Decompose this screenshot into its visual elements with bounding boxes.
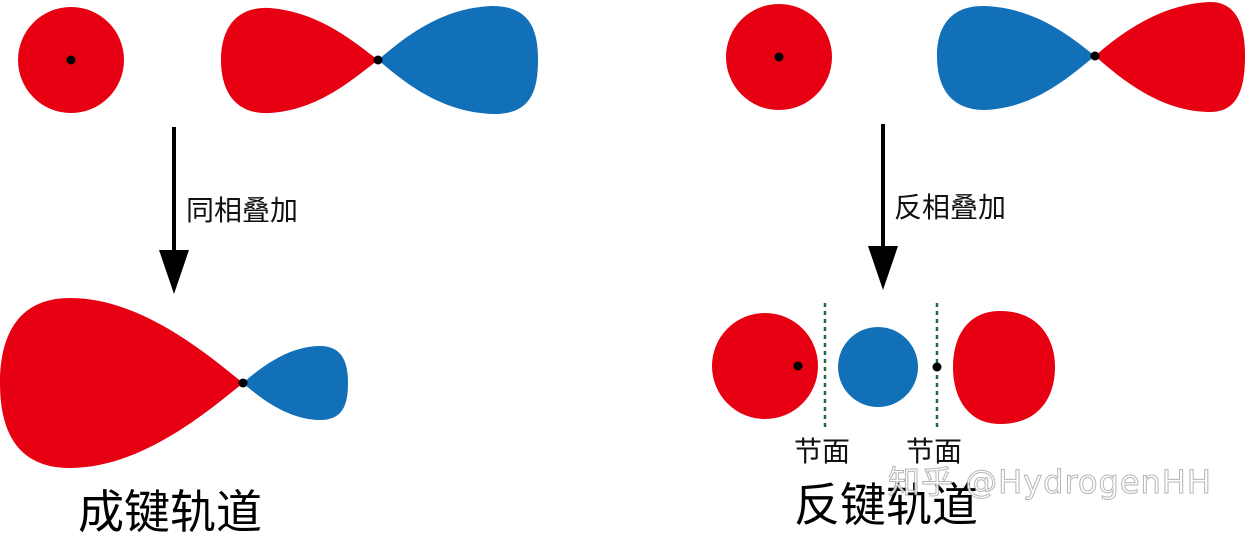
antibonding-left-lobe xyxy=(712,313,818,419)
bonding-orbital-label: 成键轨道 xyxy=(78,485,262,539)
in-phase-overlap-label: 同相叠加 xyxy=(186,194,299,227)
antibonding-right-lobe xyxy=(953,311,1055,424)
nucleus-dot xyxy=(1090,51,1100,61)
nodal-plane-label-right: 节面 xyxy=(906,435,963,468)
antibonding-panel xyxy=(712,2,1245,430)
bonding-orbital-large-lobe xyxy=(0,298,243,468)
p-orbital-negative-lobe xyxy=(378,6,538,115)
nucleus-dot xyxy=(932,362,942,372)
p-orbital-positive-lobe xyxy=(1095,2,1245,112)
nucleus-dot xyxy=(774,52,784,62)
p-orbital-negative-lobe xyxy=(937,5,1095,111)
p-orbital-positive-lobe xyxy=(221,7,378,114)
nucleus-dot xyxy=(373,55,383,65)
zhihu-watermark: 知乎 @HydrogenHH xyxy=(888,463,1212,501)
antibonding-middle-lobe xyxy=(838,327,918,407)
nucleus-dot xyxy=(66,55,76,65)
antibonding-orbital-label: 反键轨道 xyxy=(794,478,978,532)
out-of-phase-overlap-label: 反相叠加 xyxy=(894,191,1007,224)
arrow-head xyxy=(868,246,898,290)
bonding-panel xyxy=(0,6,538,468)
nucleus-dot xyxy=(238,378,248,388)
bonding-orbital-small-lobe xyxy=(243,346,348,420)
nucleus-dot xyxy=(793,361,803,371)
nodal-plane-label-left: 节面 xyxy=(794,435,851,468)
arrow-head xyxy=(159,250,189,294)
